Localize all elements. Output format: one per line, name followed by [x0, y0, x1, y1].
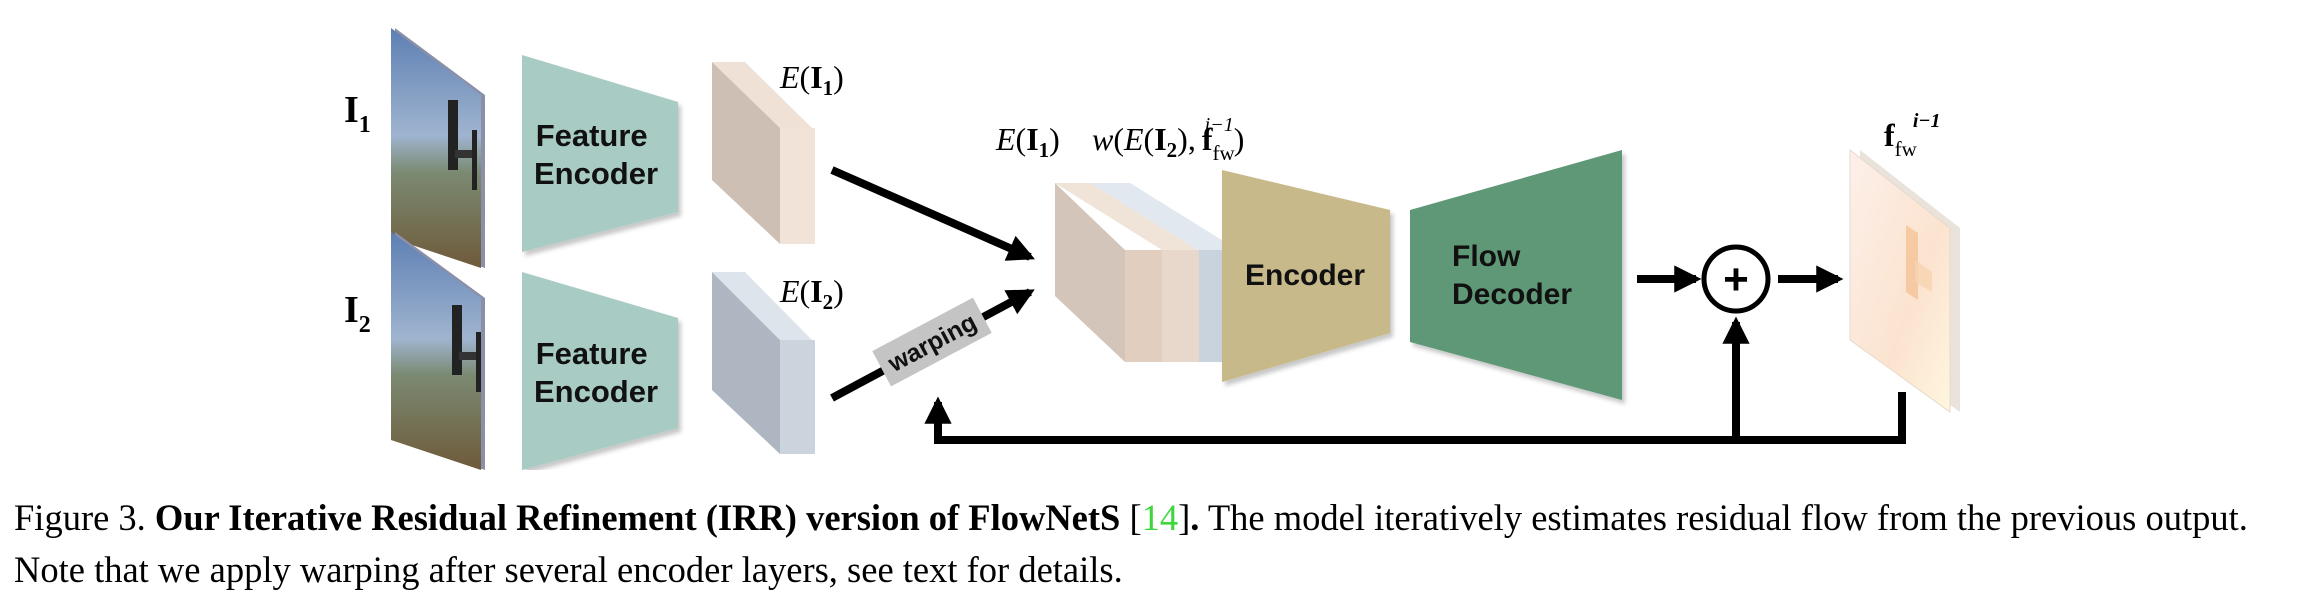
caption-citation-open: [ — [1129, 497, 1142, 538]
flow-decoder-block — [1410, 150, 1622, 400]
caption-title: Our Iterative Residual Refinement (IRR) … — [154, 497, 1121, 538]
arrow-E-I1-to-stack — [830, 166, 1035, 261]
feature-block-E-I2 — [712, 272, 815, 454]
input-image-I2 — [391, 232, 485, 470]
label-flow-output: ffwi−1 — [1884, 110, 1941, 161]
caption-title-period: . — [1190, 497, 1200, 538]
encoder-block — [1222, 170, 1390, 382]
encoder-label: Encoder — [1245, 259, 1365, 292]
caption-citation-link[interactable]: 14 — [1141, 497, 1179, 538]
feature-encoder-top — [522, 55, 678, 252]
stacked-feature-block — [1055, 183, 1238, 362]
label-E-I1-top: E(I1) — [779, 59, 844, 100]
label-warp-expression: w(E(I2),ffwi−1) — [1092, 114, 1244, 165]
feature-encoder-bottom-label: Feature Encoder — [534, 336, 658, 409]
caption-citation-close: ] — [1178, 497, 1191, 538]
figure-caption: Figure 3. Our Iterative Residual Refinem… — [14, 492, 2294, 596]
feature-encoder-top-label: Feature Encoder — [534, 118, 658, 191]
label-E-I2: E(I2) — [779, 273, 844, 314]
input-label-I2: I2 — [344, 289, 371, 338]
feature-encoder-bottom — [522, 272, 678, 470]
feedback-line — [924, 392, 1906, 444]
caption-lead: Figure 3. — [14, 497, 146, 538]
flow-decoder-label: Flow Decoder — [1452, 240, 1572, 311]
input-label-I1: I1 — [344, 89, 371, 138]
output-flow-image — [1849, 148, 1960, 413]
caption-body: The model iteratively estimates residual… — [14, 497, 2248, 590]
plus-icon: + — [1701, 244, 1771, 314]
feature-block-E-I1 — [712, 62, 815, 244]
input-image-I1 — [391, 28, 485, 268]
irr-flownets-diagram: I1 I2 Feature Encoder Feature Encoder — [344, 28, 1960, 470]
svg-text:+: + — [1723, 255, 1749, 304]
label-E-I1-stack: E(I1) — [995, 121, 1060, 162]
warping-tag: warping — [872, 297, 992, 387]
